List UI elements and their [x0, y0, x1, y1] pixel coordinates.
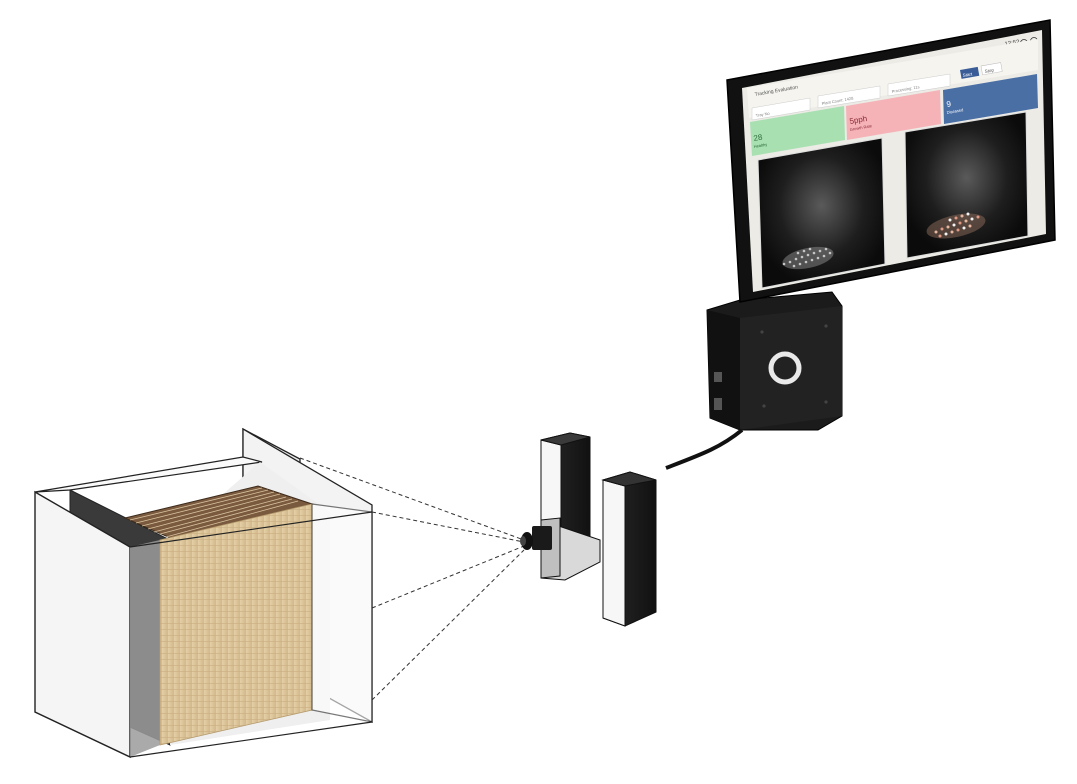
compute-box — [665, 291, 843, 470]
stop-button[interactable] — [980, 62, 1003, 76]
stop-button-label: Stop — [984, 67, 994, 74]
camera — [520, 526, 552, 550]
start-button-label: Start — [962, 71, 973, 78]
field-processing-label: Processing: 11s — [891, 84, 920, 94]
stat-tiles: 28 Healthy 5pph Growth Rate 9 Diseased — [750, 74, 1038, 156]
camera-fov-lines — [299, 457, 525, 701]
growth-chamber — [34, 427, 373, 759]
stat-diseased-value: 9 — [946, 99, 952, 109]
field-tray[interactable] — [751, 97, 811, 121]
field-plant-count[interactable] — [817, 85, 881, 109]
camera-rig — [520, 432, 657, 627]
stat-diseased-label: Diseased — [946, 107, 963, 115]
brand-logo — [768, 351, 802, 385]
stat-growth-value: 5pph — [849, 114, 868, 126]
stat-growth-label: Growth Rate — [849, 123, 873, 132]
light-bar-right — [601, 471, 657, 627]
monitor: 12:52 Tracking Evaluation Start Stop Tra… — [726, 19, 1056, 303]
camera-feed-right — [904, 111, 1029, 259]
stat-healthy-label: Healthy — [753, 142, 767, 149]
field-plant-count-label: Plant Count: 1428 — [821, 95, 854, 106]
stat-healthy-value: 28 — [753, 132, 764, 143]
field-tray-label: Tray No — [755, 110, 770, 118]
stat-tile-growth — [846, 90, 941, 140]
stat-tile-diseased — [943, 74, 1038, 124]
stat-tile-healthy — [750, 106, 845, 156]
field-processing[interactable] — [887, 73, 951, 97]
start-button[interactable] — [960, 66, 980, 79]
field-row: Tray No Plant Count: 1428 Processing: 11… — [751, 73, 951, 121]
power-cable — [665, 428, 744, 470]
camera-feed-left — [757, 137, 886, 289]
